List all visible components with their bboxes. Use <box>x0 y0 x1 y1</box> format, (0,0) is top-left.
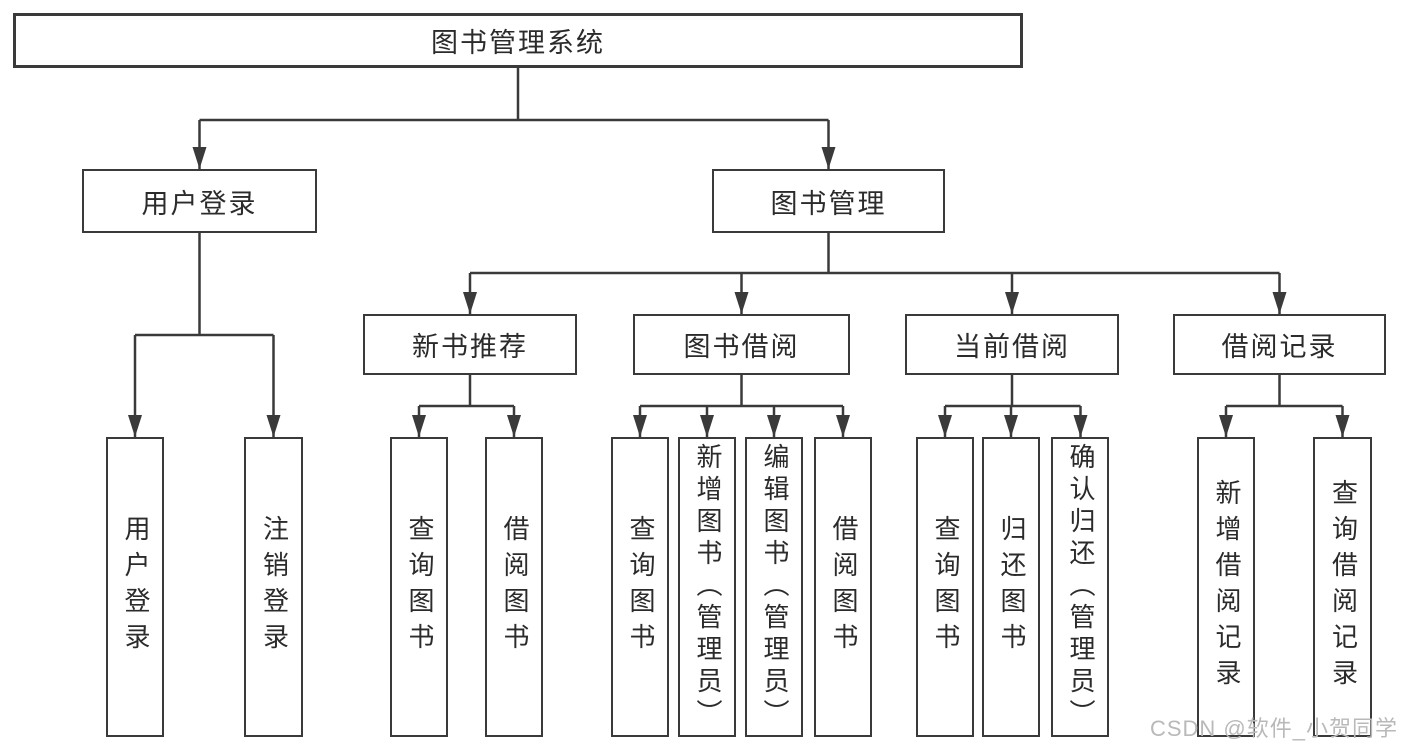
leaf-borrow-books: 借阅图书 <box>485 437 543 737</box>
node-label: 用户登录 <box>141 188 258 219</box>
node-new-book-recommend: 新书推荐 <box>363 314 577 375</box>
leaf-label: 确认归还（管理员） <box>1065 443 1096 731</box>
leaf-label: 归还图书 <box>996 515 1027 659</box>
leaf-logout: 注销登录 <box>244 437 303 737</box>
leaf-label: 查询图书 <box>930 515 961 659</box>
leaf-query-books: 查询图书 <box>390 437 448 737</box>
leaf-label: 查询图书 <box>404 515 435 659</box>
node-label: 当前借阅 <box>954 332 1070 362</box>
leaf-label: 用户登录 <box>120 515 151 659</box>
leaf-br-add-record: 新增借阅记录 <box>1197 437 1255 737</box>
node-book-borrow: 图书借阅 <box>633 314 850 375</box>
node-label: 图书借阅 <box>683 332 800 362</box>
leaf-br-query-record: 查询借阅记录 <box>1313 437 1372 737</box>
watermark: CSDN @软件_小贺同学 <box>1149 716 1398 741</box>
leaf-label: 编辑图书（管理员） <box>759 443 790 731</box>
node-label: 图书管理 <box>770 188 887 219</box>
leaf-user-login: 用户登录 <box>106 437 164 737</box>
leaf-bb-edit-books-admin: 编辑图书（管理员） <box>745 437 803 737</box>
leaf-bb-borrow-books: 借阅图书 <box>814 437 872 737</box>
leaf-label: 借阅图书 <box>499 515 530 659</box>
leaf-bb-query-books: 查询图书 <box>611 437 669 737</box>
leaf-cb-confirm-return-admin: 确认归还（管理员） <box>1051 437 1109 737</box>
node-borrow-records: 借阅记录 <box>1173 314 1386 375</box>
node-current-borrow: 当前借阅 <box>905 314 1119 375</box>
node-root-system: 图书管理系统 <box>13 13 1023 68</box>
node-book-management: 图书管理 <box>712 169 945 233</box>
node-user-login: 用户登录 <box>82 169 317 233</box>
node-label: 新书推荐 <box>412 332 528 362</box>
leaf-label: 新增图书（管理员） <box>692 443 723 731</box>
node-label: 图书管理系统 <box>431 28 605 58</box>
node-label: 借阅记录 <box>1221 332 1338 362</box>
leaf-label: 注销登录 <box>259 515 290 659</box>
leaf-label: 查询借阅记录 <box>1328 479 1359 695</box>
leaf-bb-add-books-admin: 新增图书（管理员） <box>678 437 736 737</box>
leaf-label: 查询图书 <box>625 515 656 659</box>
leaf-cb-return-books: 归还图书 <box>982 437 1040 737</box>
leaf-label: 新增借阅记录 <box>1211 479 1242 695</box>
leaf-label: 借阅图书 <box>828 515 859 659</box>
leaf-cb-query-books: 查询图书 <box>916 437 974 737</box>
